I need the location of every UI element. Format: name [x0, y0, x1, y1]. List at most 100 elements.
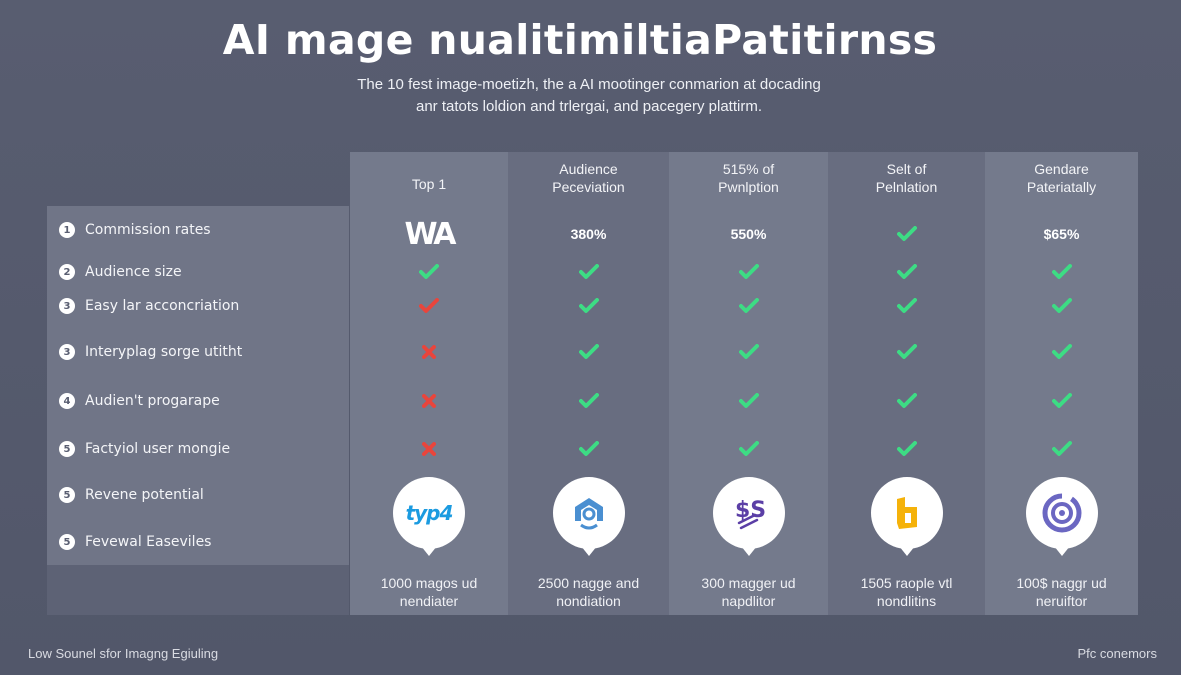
check-icon — [985, 389, 1138, 413]
cross-icon — [350, 437, 508, 461]
criteria-row: 5 Factyiol user mongie — [59, 439, 230, 459]
number-badge-icon: 2 — [59, 264, 75, 280]
criteria-label: Easy lar acconcriation — [85, 298, 240, 314]
subtitle-line-1: The 10 fest image-moetizh, the a AI moot… — [357, 76, 821, 93]
column-header: 515% of Pwnlption — [669, 158, 828, 198]
number-badge-icon: 1 — [59, 222, 75, 238]
check-icon — [669, 389, 828, 413]
number-badge-icon: 3 — [59, 298, 75, 314]
check-red-icon — [350, 294, 508, 318]
column-footer-line: nendiater — [399, 593, 459, 609]
check-icon — [828, 437, 985, 461]
check-icon — [828, 340, 985, 364]
target-ring-logo-icon[interactable] — [1025, 477, 1098, 556]
column-footer: 1000 magos ud nendiater — [350, 574, 508, 610]
value-cell: 380% — [508, 222, 669, 246]
column-header-line: Top 1 — [411, 176, 447, 192]
footer-caption-left: Low Sounel sfor Imagng Egiuling — [28, 646, 219, 661]
column-header: Top 1 — [350, 174, 508, 194]
column-footer-line: 1505 raople vtl — [860, 575, 953, 591]
check-icon — [669, 260, 828, 284]
criteria-row: 5 Revene potential — [59, 485, 204, 505]
criteria-row: 3 Easy lar acconcriation — [59, 296, 239, 316]
number-badge-icon: 4 — [59, 393, 75, 409]
cross-icon — [350, 389, 508, 413]
check-icon — [508, 340, 669, 364]
check-icon — [985, 437, 1138, 461]
criteria-label: Commission rates — [85, 222, 211, 238]
number-badge-icon: 5 — [59, 487, 75, 503]
column-footer: 100$ naggr ud neruiftor — [985, 574, 1138, 610]
check-icon — [985, 260, 1138, 284]
shield-person-logo-icon[interactable] — [552, 477, 625, 556]
svg-text:$S: $S — [735, 498, 766, 523]
criteria-row: 4 Audien't progarape — [59, 391, 220, 411]
column-header-line: Pateriatally — [1026, 179, 1097, 195]
column-footer-line: nondiation — [556, 593, 621, 609]
criteria-label: Revene potential — [85, 487, 204, 503]
check-icon — [828, 294, 985, 318]
criteria-label: Interyplag sorge utitht — [85, 344, 243, 360]
column-footer-line: 300 magger ud — [701, 575, 796, 591]
column-footer-line: 1000 magos ud — [380, 575, 478, 591]
column-header-line: Gendare — [1034, 161, 1089, 177]
cross-icon — [350, 340, 508, 364]
number-badge-icon: 5 — [59, 534, 75, 550]
check-icon — [985, 340, 1138, 364]
page-subtitle: The 10 fest image-moetizh, the a AI moot… — [0, 74, 1178, 118]
check-icon — [828, 260, 985, 284]
column-header-line: Selt of — [886, 161, 927, 177]
platform-column-1: Top 1 WA typ4 1000 magos ud nendiater — [350, 152, 508, 615]
criteria-row: 1 Commission rates — [59, 220, 211, 240]
value-text: 550% — [730, 226, 767, 242]
value-text: $65% — [1043, 226, 1080, 242]
check-icon — [985, 294, 1138, 318]
column-footer-line: napdlitor — [721, 593, 776, 609]
subtitle-line-2: anr tatots loldion and trlergai, and pac… — [415, 98, 763, 115]
criteria-row: 5 Fevewal Easeviles — [59, 532, 211, 552]
typ4-logo-icon[interactable]: typ4 — [393, 477, 465, 556]
page-title: AI mage nualitimiltiaPatitirnss — [222, 16, 938, 64]
check-icon — [508, 437, 669, 461]
platform-column-4: Selt of Pelnlation 1505 raople vtl nondl… — [828, 152, 985, 615]
value-cell: 550% — [669, 222, 828, 246]
criteria-label: Factyiol user mongie — [85, 441, 231, 457]
column-header-line: Pwnlption — [718, 179, 779, 195]
dollar-swoosh-logo-icon[interactable]: $S — [712, 477, 785, 556]
number-badge-icon: 5 — [59, 441, 75, 457]
platform-column-5: Gendare Pateriatally $65% 100$ naggr ud … — [985, 152, 1138, 615]
check-icon — [828, 389, 985, 413]
column-header: Gendare Pateriatally — [985, 158, 1138, 198]
criteria-label: Audien't progarape — [85, 393, 220, 409]
platform-column-2: Audience Peceviation 380% 2500 nagge and… — [508, 152, 669, 615]
check-icon — [508, 389, 669, 413]
check-icon — [669, 437, 828, 461]
column-footer: 1505 raople vtl nondlitins — [828, 574, 985, 610]
wa-logo-text: WA — [404, 216, 457, 252]
criteria-row: 2 Audience size — [59, 262, 182, 282]
check-icon — [669, 294, 828, 318]
criteria-row: 3 Interyplag sorge utitht — [59, 342, 242, 362]
column-footer: 2500 nagge and nondiation — [508, 574, 669, 610]
wa-logo: WA — [350, 217, 508, 252]
column-footer-line: 100$ naggr ud — [1016, 575, 1107, 591]
hexagon-b-logo-icon[interactable] — [870, 477, 943, 556]
number-badge-icon: 3 — [59, 344, 75, 360]
footer-caption-right[interactable]: Pfc conemors — [1077, 646, 1157, 661]
criteria-panel-footer — [47, 565, 349, 615]
column-header: Selt of Pelnlation — [828, 158, 985, 198]
check-icon — [828, 222, 985, 246]
check-icon — [669, 340, 828, 364]
criteria-label: Fevewal Easeviles — [85, 534, 212, 550]
column-footer-line: nondlitins — [876, 593, 937, 609]
column-header: Audience Peceviation — [508, 158, 669, 198]
check-icon — [350, 260, 508, 284]
check-icon — [508, 294, 669, 318]
column-header-line: Peceviation — [552, 179, 625, 195]
column-footer: 300 magger ud napdlitor — [669, 574, 828, 610]
typ4-logo-text: typ4 — [405, 501, 454, 525]
value-cell: $65% — [985, 222, 1138, 246]
criteria-panel: 1 Commission rates 2 Audience size 3 Eas… — [47, 206, 349, 565]
platform-column-3: 515% of Pwnlption 550% $S 300 magger ud … — [669, 152, 828, 615]
column-footer-line: 2500 nagge and — [537, 575, 640, 591]
